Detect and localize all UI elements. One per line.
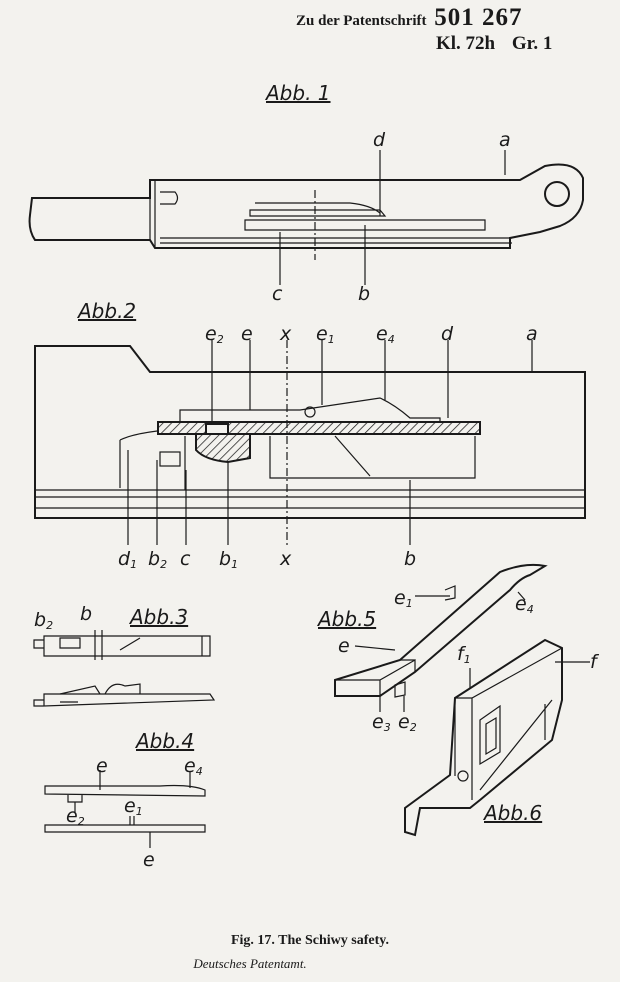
abb3-label-b2: b2 <box>34 609 53 632</box>
patent-header-prefix: Zu der Patentschrift <box>296 13 427 29</box>
abb2-label-x-bottom: x <box>279 548 292 570</box>
abb5-label-e: e <box>338 635 350 657</box>
abb2-label-e4: e4 <box>376 323 395 346</box>
abb1-label-c: c <box>272 283 283 305</box>
patent-group: Gr. 1 <box>511 33 553 54</box>
patent-number: 501 267 <box>434 4 523 31</box>
abb2-label-e1: e1 <box>316 323 335 346</box>
abb2-label-b: b <box>404 548 416 570</box>
abb2-label-a: a <box>526 323 538 345</box>
figure-abb6: f f1 Abb.6 <box>404 638 600 837</box>
abb2-title: Abb.2 <box>76 299 136 323</box>
abb4-title: Abb.4 <box>134 729 194 753</box>
abb4-label-e2: e2 <box>66 805 85 828</box>
abb4-label-e1: e1 <box>124 795 143 818</box>
figure-abb1: Abb. 1 d a c b <box>28 81 584 305</box>
abb2-label-b1: b1 <box>219 548 238 571</box>
abb5-label-e2: e2 <box>398 711 417 734</box>
abb2-label-x-top: x <box>279 323 292 345</box>
patent-header: Zu der Patentschrift 501 267 <box>296 4 523 32</box>
abb1-label-b: b <box>358 283 370 305</box>
abb2-label-e: e <box>241 323 253 345</box>
abb2-label-d: d <box>441 323 454 345</box>
abb4-label-e-top: e <box>96 755 108 777</box>
patent-classification: Kl. 72h Gr. 1 <box>436 33 552 55</box>
figure-abb3: Abb.3 b2 b <box>33 603 216 707</box>
abb2-label-d1: d1 <box>118 548 137 571</box>
abb1-label-a: a <box>499 129 511 151</box>
abb4-label-e-bottom: e <box>143 849 155 871</box>
abb6-label-f: f <box>590 651 600 673</box>
figure-abb2: Abb.2 e2 e x e1 e4 d a d1 b2 c b1 x b <box>34 299 586 571</box>
abb6-title: Abb.6 <box>482 801 542 825</box>
abb5-title: Abb.5 <box>316 607 376 631</box>
abb6-label-f1: f1 <box>457 643 471 666</box>
abb3-label-b: b <box>80 603 92 625</box>
abb4-label-e4: e4 <box>184 755 203 778</box>
figure-caption-source: Deutsches Patentamt. <box>193 956 307 971</box>
figure-abb5: Abb.5 e1 e4 e e3 e2 <box>316 563 548 734</box>
figure-abb4: Abb.4 e e4 e2 e1 e <box>44 729 206 871</box>
abb2-label-c: c <box>180 548 191 570</box>
abb2-label-b2: b2 <box>148 548 167 571</box>
abb5-label-e1: e1 <box>394 587 413 610</box>
abb2-label-e2: e2 <box>205 323 224 346</box>
figure-caption: Fig. 17. The Schiwy safety. <box>230 933 390 948</box>
patent-class: Kl. 72h <box>436 33 496 54</box>
abb5-label-e4: e4 <box>515 593 534 616</box>
abb1-label-d: d <box>373 129 386 151</box>
abb1-title: Abb. 1 <box>264 81 331 105</box>
abb3-title: Abb.3 <box>128 605 188 629</box>
abb5-label-e3: e3 <box>372 711 391 734</box>
